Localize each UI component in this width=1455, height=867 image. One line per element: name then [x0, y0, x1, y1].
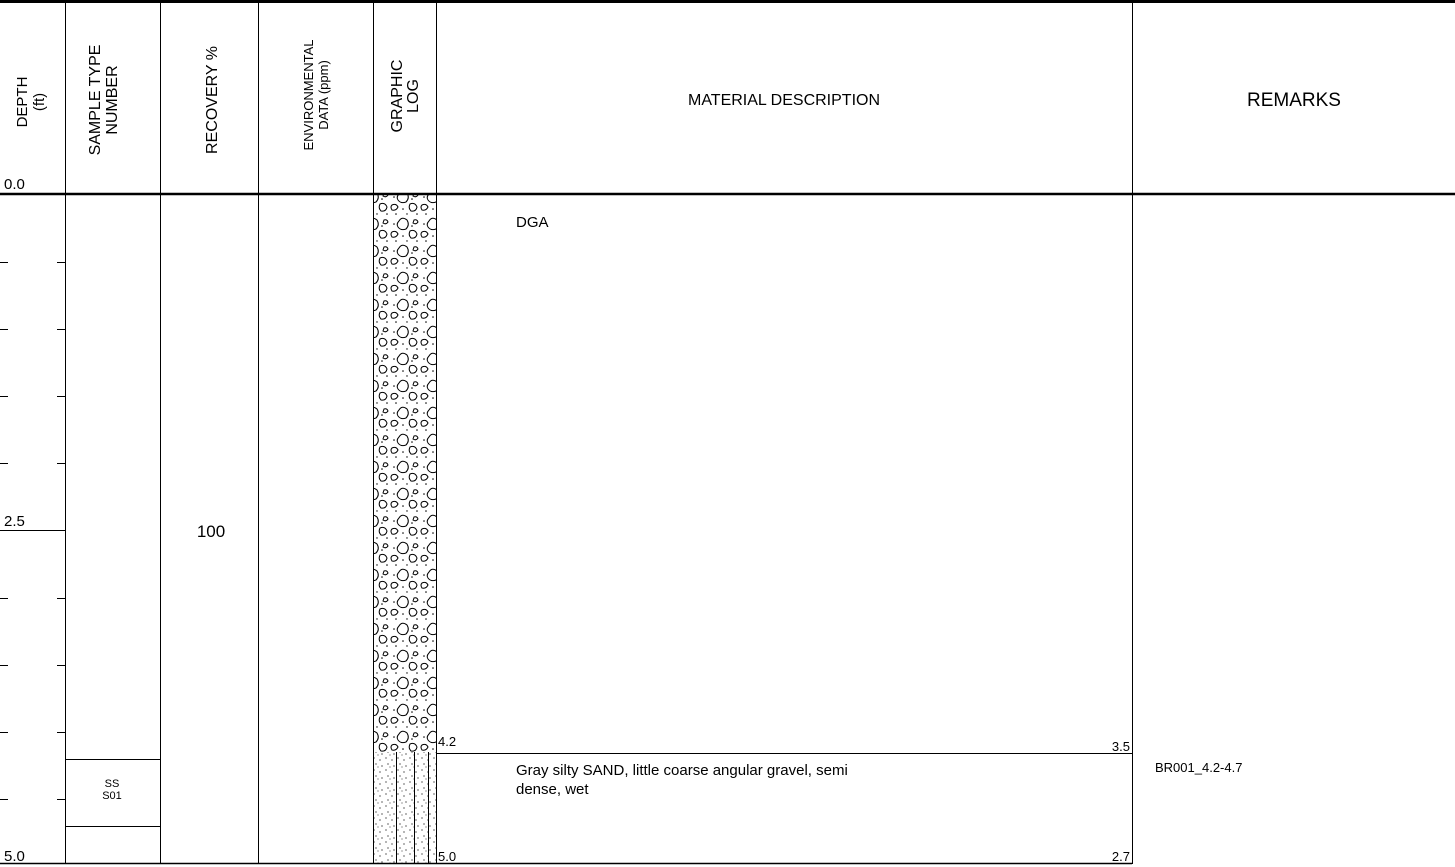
header-depth-line1: DEPTH	[14, 77, 31, 128]
graphic-log-silty-sand	[374, 752, 436, 863]
header-graphic-line1: GRAPHIC	[389, 60, 406, 133]
header-environmental-line1: ENVIRONMENTAL	[301, 40, 316, 151]
depth-ticks	[0, 262, 65, 800]
stratum-2-description-line1: Gray silty SAND, little coarse angular g…	[516, 762, 848, 779]
depth-label-bottom: 5.0	[4, 848, 25, 865]
header-sample-line1: SAMPLE TYPE	[87, 45, 104, 156]
sample-type: SS	[105, 778, 120, 790]
recovery-value: 100	[197, 522, 225, 541]
header-environmental-line2: DATA (ppm)	[316, 60, 331, 130]
header-remarks: REMARKS	[1247, 90, 1341, 111]
header-recovery-text: RECOVERY %	[204, 46, 221, 154]
depth-label-mid: 2.5	[4, 513, 25, 530]
header-environmental: ENVIRONMENTAL DATA (ppm)	[301, 40, 331, 151]
header-graphic-line2: LOG	[405, 79, 422, 113]
stratum-1-description: DGA	[516, 214, 549, 231]
sample-number: S01	[102, 790, 122, 802]
header-sample-line2: NUMBER	[104, 65, 121, 134]
header-depth: DEPTH (ft)	[14, 77, 48, 128]
header-graphic-log: GRAPHIC LOG	[389, 60, 422, 133]
stratum-1-bottom-elevation: 3.5	[1112, 739, 1130, 754]
header-depth-line2: (ft)	[31, 93, 48, 111]
stratum-2-description-line2: dense, wet	[516, 781, 589, 798]
header-material-description: MATERIAL DESCRIPTION	[688, 92, 880, 109]
header-sample-type-number: SAMPLE TYPE NUMBER	[87, 45, 121, 156]
remark-text: BR001_4.2-4.7	[1155, 760, 1242, 775]
stratum-2-bottom-elevation: 2.7	[1112, 849, 1130, 864]
header-recovery: RECOVERY %	[204, 46, 221, 154]
stratum-2-bottom-depth: 5.0	[438, 849, 456, 864]
graphic-log-gravel	[374, 195, 436, 752]
depth-label-top: 0.0	[4, 176, 25, 193]
stratum-1-bottom-depth: 4.2	[438, 734, 456, 749]
